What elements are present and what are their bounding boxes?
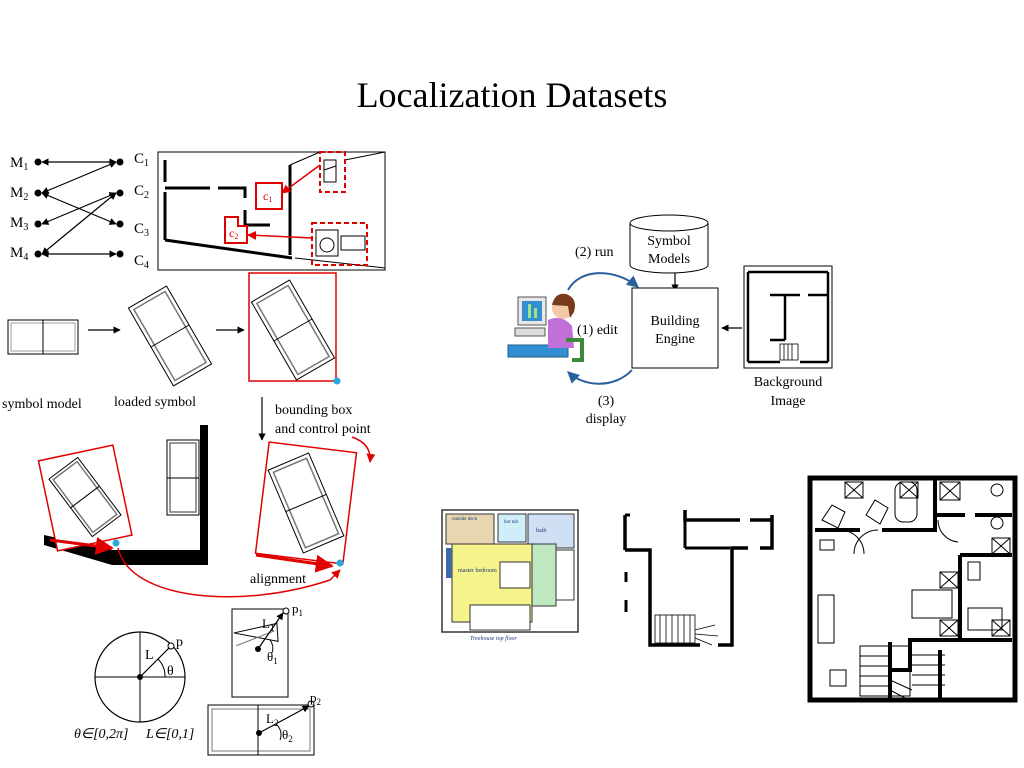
alignment-curve-arrow: [117, 547, 341, 598]
p2-label: p2: [310, 690, 321, 707]
control-point: [333, 377, 341, 385]
run-label: (2) run: [575, 245, 614, 260]
p1-label: p1: [292, 601, 303, 618]
color-floorplan-sample: outside deck hot tub bath master bedroom…: [441, 509, 579, 642]
loaded-symbol-graphic: [127, 285, 213, 387]
category-labels: C1 C2 C3 C4: [134, 151, 149, 271]
param-example-2: p2 L2 θ2: [207, 690, 321, 756]
matching-edges: [41, 158, 117, 258]
L1-label: L1: [262, 616, 274, 633]
symbol-pipeline: symbol model loaded symbol bounding box …: [2, 272, 376, 598]
c1-label: c1: [263, 189, 272, 204]
wall-control-point: [112, 539, 120, 547]
bg-label-2: Image: [771, 394, 806, 409]
model-label-2: M2: [10, 185, 28, 203]
system-diagram: Symbol Models Building Engine (2) run (1…: [507, 214, 833, 427]
bbox-label-2: and control point: [275, 422, 371, 437]
symbol-model-label: symbol model: [2, 397, 82, 412]
color-plan-caption: Treehouse top floor: [470, 635, 517, 642]
room-label-deck: outside deck: [452, 517, 478, 522]
symbol-models-db: Symbol Models: [629, 214, 709, 274]
matching-diagram: M1 M2 M3 M4 C1 C2 C3 C4: [10, 151, 386, 271]
wall-floorplan-sample: [623, 510, 774, 647]
bbox-label-1: bounding box: [275, 403, 352, 418]
run-arrow: [567, 272, 639, 291]
aligned-symbol-graphic: [254, 441, 358, 565]
bounding-box-graphic: [248, 272, 341, 385]
point-p-label: p: [176, 635, 183, 650]
room-label-tub: hot tub: [504, 520, 519, 525]
model-label-1: M1: [10, 155, 28, 173]
display-label-2: display: [586, 412, 626, 427]
model-label-4: M4: [10, 245, 28, 263]
model-nodes: [34, 158, 124, 258]
engine-label-2: Engine: [655, 332, 695, 347]
parameterization: p L θ θ∈[0,2π] L∈[0,1] p1 L1 θ1 p2: [74, 601, 321, 756]
model-label-3: M3: [10, 215, 28, 233]
user-at-computer-icon: [507, 293, 584, 362]
background-image-thumbnail: [743, 265, 833, 369]
c1-highlight: [255, 182, 283, 210]
c2-label: c2: [229, 226, 238, 241]
length-L-label: L: [145, 648, 154, 663]
loaded-symbol-label: loaded symbol: [114, 395, 196, 410]
category-label-3: C3: [134, 221, 149, 239]
category-label-2: C2: [134, 183, 149, 201]
db-label-2: Models: [648, 252, 690, 267]
building-engine-box: [631, 287, 719, 369]
bg-label-1: Background: [754, 375, 822, 390]
theta-label: θ: [167, 664, 174, 679]
model-labels: M1 M2 M3 M4: [10, 155, 28, 263]
edit-label: (1) edit: [577, 323, 618, 338]
wall-alignment-graphic: [37, 425, 208, 565]
category-label-1: C1: [134, 151, 149, 169]
rotate-arrow: [351, 436, 376, 463]
category-label-4: C4: [134, 253, 149, 271]
theta2-label: θ2: [282, 727, 293, 744]
zoom-box-2: [311, 222, 368, 266]
aligned-control-point: [336, 559, 344, 567]
alignment-label: alignment: [250, 572, 306, 587]
room-label-bath: bath: [536, 528, 546, 534]
L2-label: L2: [266, 711, 278, 728]
length-range: L∈[0,1]: [145, 727, 194, 742]
floorplan-snippet: c1 c2: [157, 151, 386, 271]
c2-highlight: [224, 216, 248, 244]
display-arrow: [567, 369, 633, 385]
aligned-wall-arrow: [255, 553, 334, 573]
db-label-1: Symbol: [647, 234, 691, 249]
theta1-label: θ1: [267, 649, 278, 666]
room-label-bedroom: master bedroom: [458, 568, 497, 574]
zoom-box-1: [319, 151, 346, 193]
symbol-model-graphic: [7, 319, 79, 355]
engine-label-1: Building: [650, 314, 699, 329]
theta-range: θ∈[0,2π]: [74, 727, 128, 742]
furnished-floorplan-sample: [807, 475, 1018, 703]
display-label-1: (3): [598, 394, 615, 409]
param-example-1: p1 L1 θ1: [231, 601, 303, 698]
slide-title: Localization Datasets: [356, 75, 668, 115]
